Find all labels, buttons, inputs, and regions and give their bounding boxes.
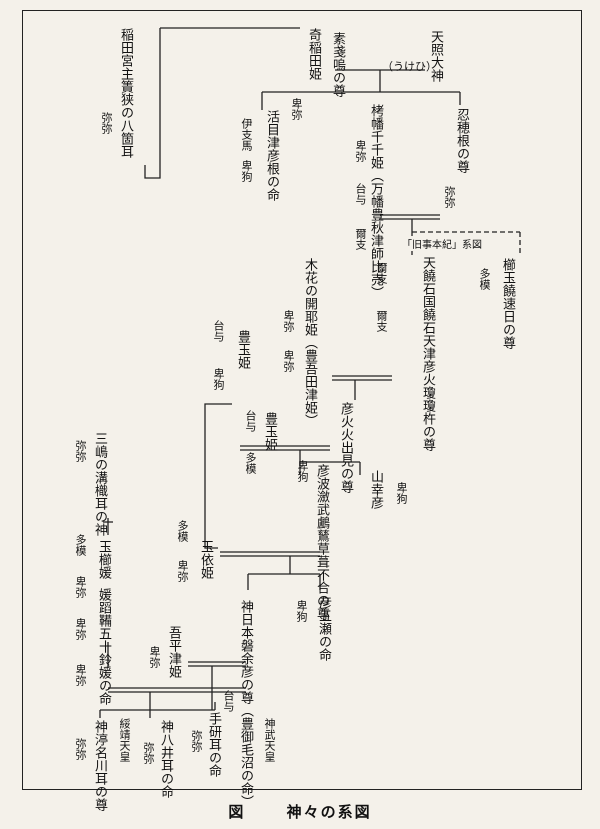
genealogy-links (99, 27, 521, 718)
node-tamayori: 玉依姫 (198, 540, 213, 579)
link-inada (144, 28, 161, 179)
tag-ninigi-2: 爾支 (375, 310, 388, 332)
tag-tamakushi-1: 多模 (74, 534, 87, 556)
tag-mizokui: 弥弥 (74, 440, 87, 462)
node-ninigi: 天饒石国饒石天津彦火瓊瓊杵の尊 (420, 256, 435, 451)
tag-takuhata-1: 卑弥 (354, 140, 367, 162)
tag-itsuse: 卑狗 (295, 600, 308, 622)
tag-suizei: 綏靖天皇 (118, 718, 131, 762)
tag-takuhata-2: 台与 (354, 183, 367, 205)
node-kamuyai: 神八井耳の命 (158, 720, 173, 798)
tag-kamununa: 弥弥 (74, 738, 87, 760)
node-kushinada: 奇稲田姫 (306, 28, 321, 80)
node-itsuse: 彦五瀬の命 (316, 596, 331, 661)
node-susanoo: 素戔嗚の尊 (330, 32, 345, 97)
node-inada-miya: 稲田宮主簀狭の八箇耳 (118, 28, 133, 158)
tag-kamuyai: 弥弥 (142, 742, 155, 764)
node-jimmu: 神日本磐余彦の尊（豊御毛沼の命） (238, 600, 253, 808)
tag-toyotama-2: 卑狗 (212, 368, 225, 390)
node-toyotama: 豊玉姫 (262, 412, 277, 451)
tag-isuzu: 卑弥 (74, 618, 87, 640)
node-isuzu: 媛蹈鞴五十鈴媛の命 (96, 588, 111, 705)
tag-tamakushi-2: 卑弥 (74, 576, 87, 598)
figure-title: 神々の系図 (286, 803, 372, 821)
tag-konohana-2: 卑弥 (282, 350, 295, 372)
tag-oshiho: 弥弥 (443, 186, 456, 208)
node-oshiho: 忍穂根の尊 (454, 108, 469, 173)
node-ugaya: 彦波瀲武鸕鶿草葺不合の尊 (314, 464, 329, 620)
tag-tagishi: 弥弥 (190, 730, 203, 752)
tag-ninigi-1: 爾支 (375, 262, 388, 284)
diagram-frame (22, 10, 582, 790)
tag-kushinada: 卑弥 (290, 98, 303, 120)
tag-toyotama-4: 多模 (244, 452, 257, 474)
node-amaterasu: 天照大神 (428, 30, 443, 82)
node-toyotama-up: 豊玉姫 (235, 330, 250, 369)
tag-toyotama-3: 台与 (244, 410, 257, 432)
node-kamununa: 神渟名川耳の尊 (92, 720, 107, 811)
node-ikumeotsu: 活目津彦根の命 (264, 110, 279, 201)
node-nigihayahi: 櫛玉饒速日の尊 (500, 258, 515, 349)
node-tamakushi: 玉櫛媛 (96, 540, 111, 579)
node-takuhata: 栲幡千千姫（万幡豊秋津師比売） (368, 104, 383, 299)
tag-tamayori-1: 多模 (176, 520, 189, 542)
tag-toyotama-1: 台与 (212, 320, 225, 342)
node-mizokui: 三嶋の溝樴耳の神 (92, 432, 107, 536)
tag-jimmu-tennou: 神武天皇 (263, 718, 276, 762)
tag-konohana: 卑弥 (282, 310, 295, 332)
node-konohana: 木花の開耶姫（豊吾田津姫） (302, 258, 317, 427)
node-ahiratsu: 吾平津姫 (166, 626, 181, 678)
uke-label: （うけひ） (382, 60, 437, 73)
node-yamasachi: 山幸彦 (368, 470, 383, 509)
tag-ikume-2: 卑狗 (240, 160, 253, 182)
tag-jimmu: 台与 (222, 690, 235, 712)
tag-ugaya: 卑狗 (296, 460, 309, 482)
kuji-label: 「旧事本紀」系図 (400, 236, 484, 251)
node-tagishi: 手研耳の命 (206, 712, 221, 777)
tag-isuzu-2: 卑弥 (74, 664, 87, 686)
tag-inada: 弥弥 (100, 112, 113, 134)
node-hikohohode: 彦火火出見の尊 (338, 402, 353, 493)
tag-nigi-1: 多模 (478, 268, 491, 290)
tag-takuhata-3: 爾支 (354, 228, 367, 250)
tag-ikume: 伊支馬 (240, 118, 253, 151)
tag-hoori: 卑狗 (395, 482, 408, 504)
tag-tamayori-2: 卑弥 (176, 560, 189, 582)
tag-ahiratsu: 卑弥 (148, 646, 161, 668)
figure-caption: 図 神々の系図 (0, 801, 600, 822)
figure-label: 図 (228, 803, 246, 821)
